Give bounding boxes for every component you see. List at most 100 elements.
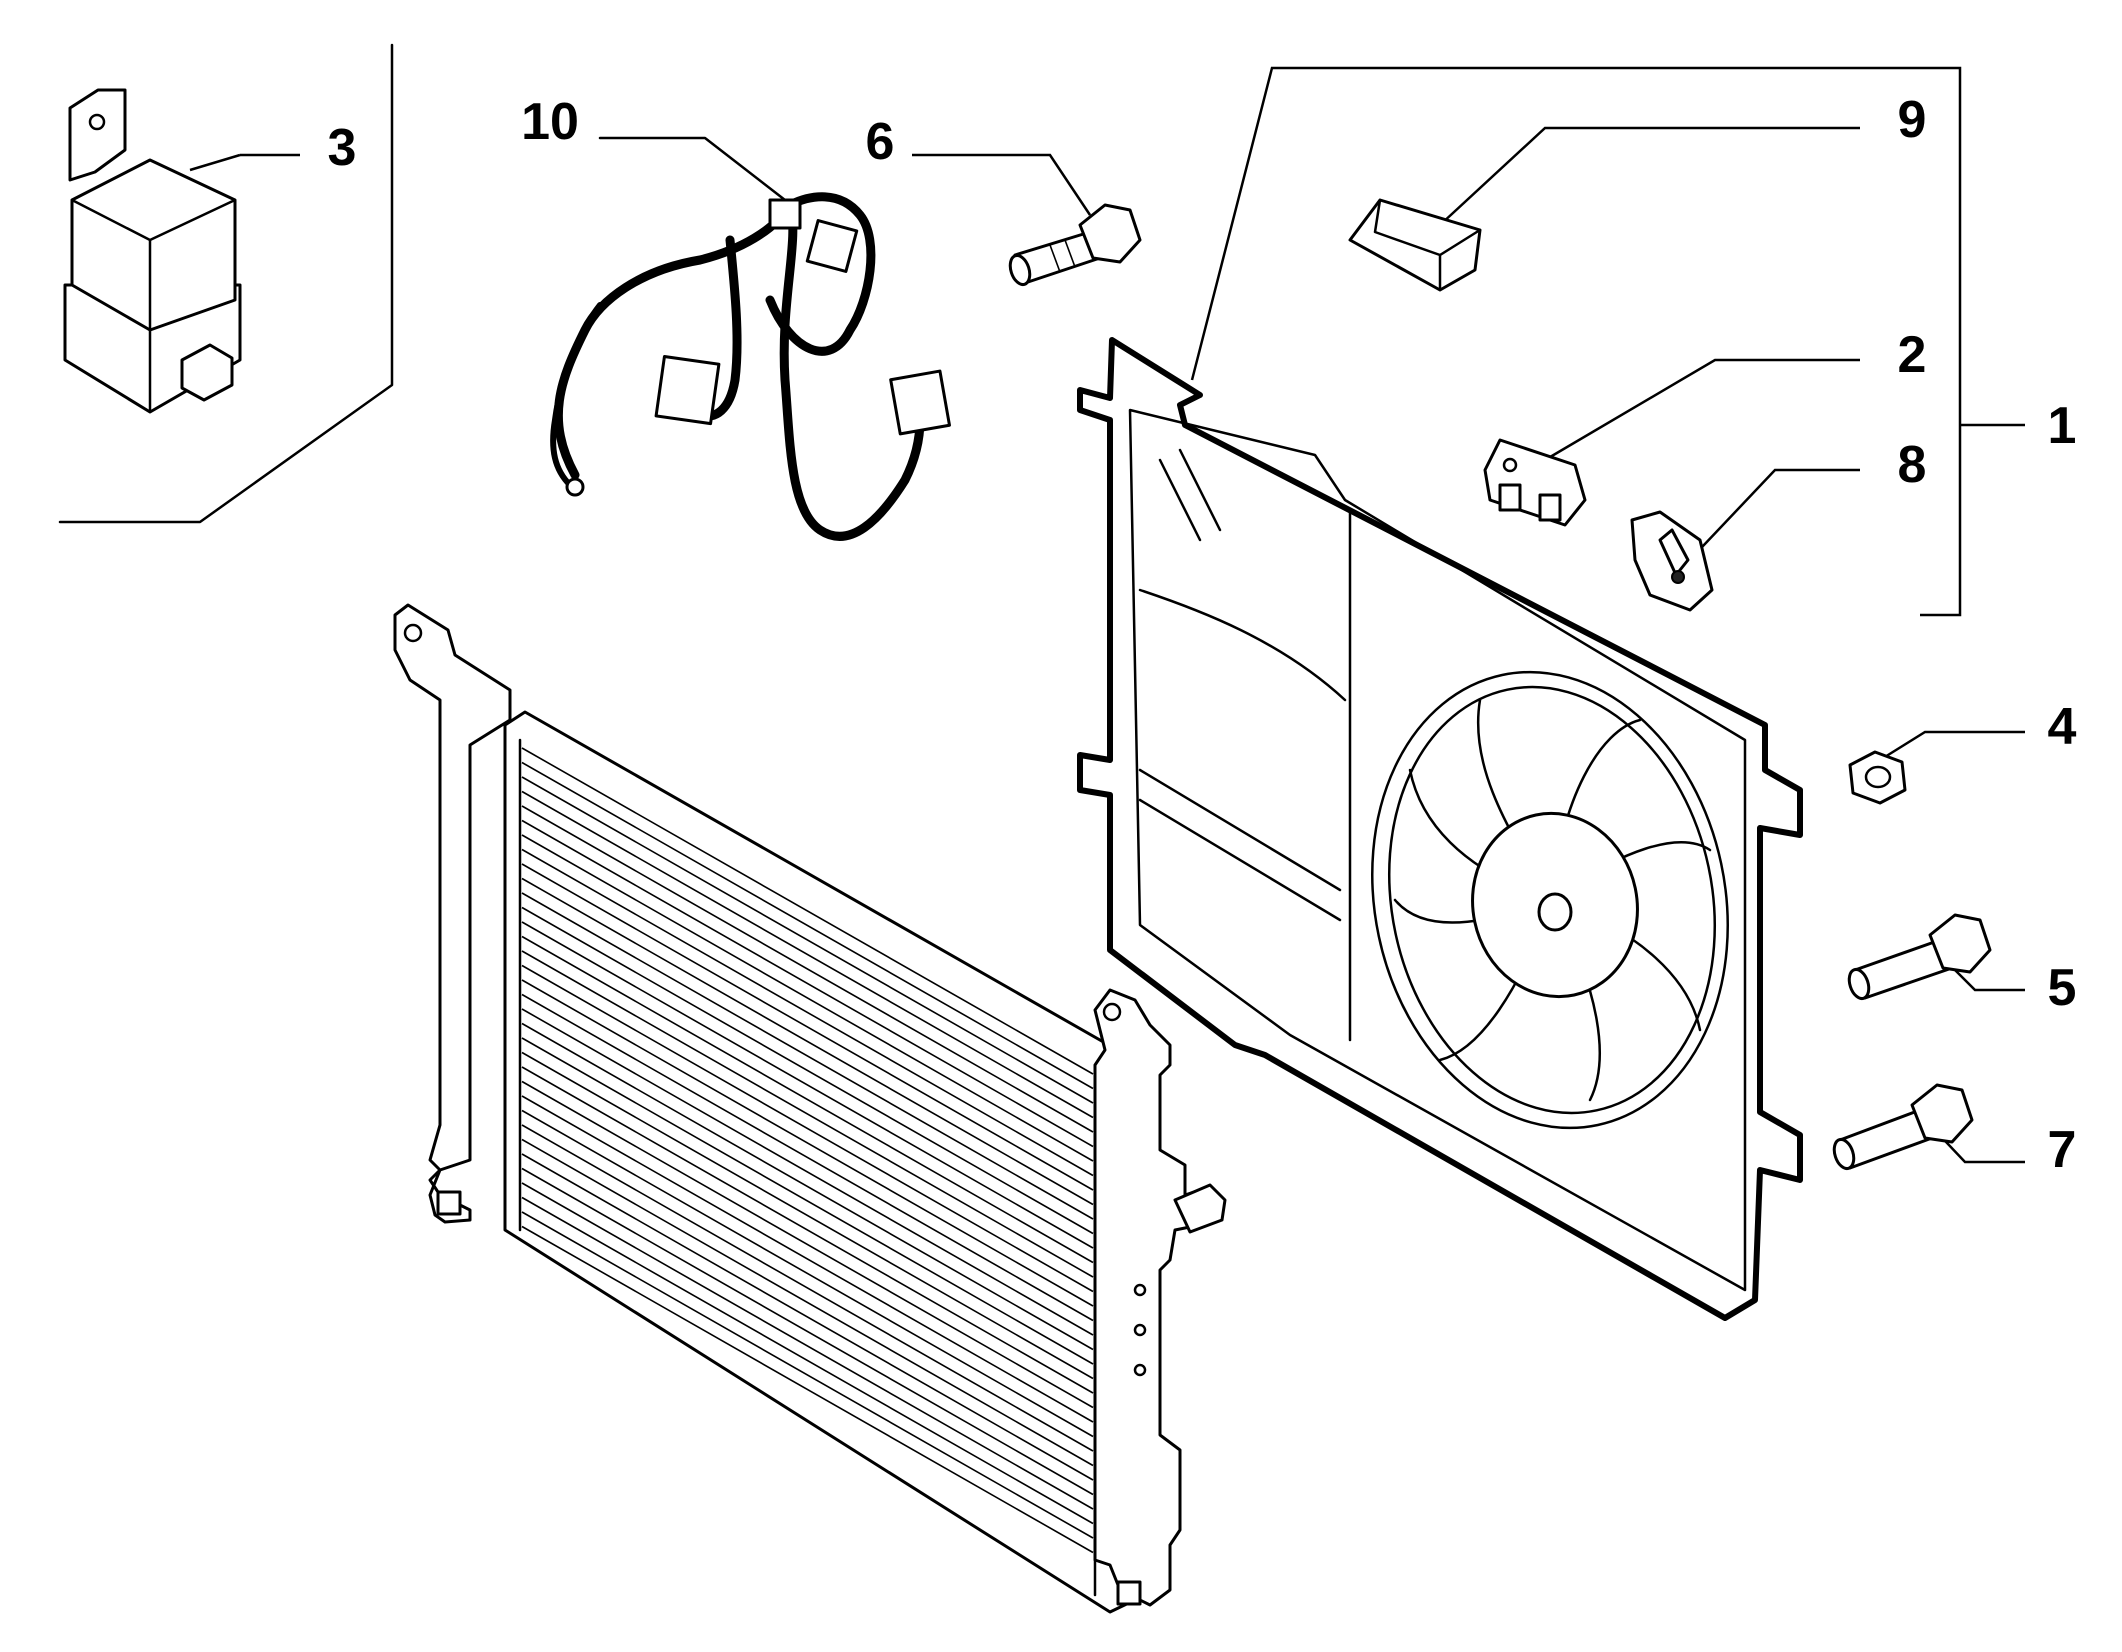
shroud-slots — [1158, 448, 1222, 542]
part-10-wiring-harness — [550, 136, 951, 541]
harness-cable-4 — [695, 235, 742, 421]
connector-2-pin-b — [1538, 493, 1562, 522]
radiator-fin — [521, 906, 1094, 1235]
harness-cable-3 — [779, 200, 925, 541]
radiator-fin — [521, 761, 1094, 1090]
callout-4: 4 — [2048, 698, 2077, 756]
shroud-outline — [1077, 337, 1803, 1321]
radiator-left-foot — [436, 1190, 462, 1216]
relay-bracket-hole — [88, 113, 106, 131]
connector-2-hole — [1502, 457, 1518, 473]
bolt-5-tip — [1847, 967, 1871, 1001]
harness-cable-2 — [765, 192, 876, 356]
radiator-fin — [521, 1138, 1094, 1467]
leader-9 — [1439, 126, 1860, 226]
connector-2-pin-a — [1498, 483, 1522, 512]
harness-cable-1 — [553, 200, 795, 480]
clamp-8-latch — [1658, 528, 1690, 577]
radiator-fin — [521, 1211, 1094, 1539]
part-1-fan-shroud — [1077, 337, 1803, 1321]
radiator-fin — [521, 1080, 1094, 1409]
radiator-fin — [521, 848, 1094, 1177]
callout-7: 7 — [2048, 1121, 2077, 1179]
radiator-fin — [521, 877, 1094, 1206]
radiator-fin — [521, 863, 1094, 1191]
part-1-group-bracket — [1190, 66, 2025, 617]
leader-3 — [189, 153, 241, 172]
group-bracket-line — [1190, 66, 1962, 617]
connector-2-body — [1483, 438, 1587, 527]
bolt-6-thread-2 — [1064, 239, 1076, 268]
shroud-rib-3 — [1138, 798, 1342, 922]
radiator-right-mount-hole — [1102, 1002, 1122, 1022]
part-9-clip — [1348, 126, 1860, 292]
harness-clip — [768, 198, 802, 230]
part-5-bolt — [1847, 913, 2025, 1001]
nut-4-hole — [1864, 765, 1892, 789]
radiator-fin — [521, 1124, 1094, 1452]
radiator-fin — [521, 1008, 1094, 1336]
radiator-fin — [521, 1167, 1094, 1496]
radiator — [393, 603, 1227, 1614]
leader-8 — [1684, 468, 1860, 566]
radiator-fin — [521, 964, 1094, 1293]
shroud-inner-frame — [1128, 408, 1747, 1292]
radiator-core — [503, 710, 1137, 1614]
relay-cover — [70, 158, 237, 332]
radiator-fin — [521, 747, 1094, 1075]
leader-10 — [598, 136, 787, 202]
radiator-fin — [521, 1109, 1094, 1438]
part-2-connector — [1483, 358, 1860, 527]
part-7-bolt — [1832, 1083, 2025, 1171]
radiator-dot-2 — [1133, 1323, 1147, 1337]
radiator-fin — [521, 834, 1094, 1162]
radiator-left-mount-hole — [403, 623, 423, 643]
part-4-nut — [1848, 730, 2025, 805]
radiator-fin — [521, 776, 1094, 1104]
relay-bracket — [68, 88, 127, 182]
radiator-fin — [521, 1051, 1094, 1380]
callout-2: 2 — [1898, 326, 1927, 384]
radiator-fin — [521, 819, 1094, 1148]
bolt-5-head — [1928, 913, 1992, 974]
nut-4-body — [1848, 750, 1907, 805]
radiator-fin — [521, 1037, 1094, 1365]
radiator-outlet-pipe — [1173, 1183, 1227, 1234]
radiator-right-foot — [1116, 1580, 1142, 1606]
callout-3: 3 — [328, 119, 357, 177]
radiator-fin — [521, 1196, 1094, 1525]
radiator-right-tank — [1093, 988, 1217, 1607]
fan-ring-inner — [1387, 685, 1717, 1115]
bolt-6-thread-1 — [1049, 244, 1061, 273]
bolt-7-tip — [1832, 1137, 1856, 1171]
leader-4 — [1879, 730, 2025, 762]
clamp-8-hole — [1671, 570, 1685, 584]
radiator-fin — [521, 1153, 1094, 1481]
leader-6 — [912, 153, 1092, 216]
radiator-left-tank — [393, 603, 512, 1224]
fan-hub-center — [1537, 892, 1573, 932]
leader-2 — [1544, 358, 1860, 462]
radiator-fin — [521, 1022, 1094, 1351]
shroud-rib-1 — [1138, 588, 1347, 702]
radiator-fin — [521, 921, 1094, 1249]
callout-1: 1 — [2048, 397, 2077, 455]
radiator-fin — [521, 1225, 1094, 1554]
shroud-rib-2 — [1138, 768, 1342, 892]
bolt-7-head — [1910, 1083, 1974, 1144]
relay-connector-tab — [180, 343, 234, 402]
radiator-fin — [521, 790, 1094, 1119]
part-6-bolt — [912, 153, 1142, 287]
radiator-fins — [521, 747, 1094, 1554]
harness-ground-lead — [550, 302, 603, 488]
callout-10: 10 — [521, 93, 579, 151]
radiator-fin — [521, 1095, 1094, 1423]
relay-area-border — [58, 43, 394, 524]
part-8-clamp — [1630, 468, 1860, 612]
callout-9: 9 — [1898, 91, 1927, 149]
callout-6: 6 — [866, 113, 895, 171]
callout-8: 8 — [1898, 436, 1927, 494]
part-3-relay — [58, 43, 394, 524]
radiator-fin — [521, 892, 1094, 1220]
bolt-6-tip — [1008, 253, 1032, 287]
